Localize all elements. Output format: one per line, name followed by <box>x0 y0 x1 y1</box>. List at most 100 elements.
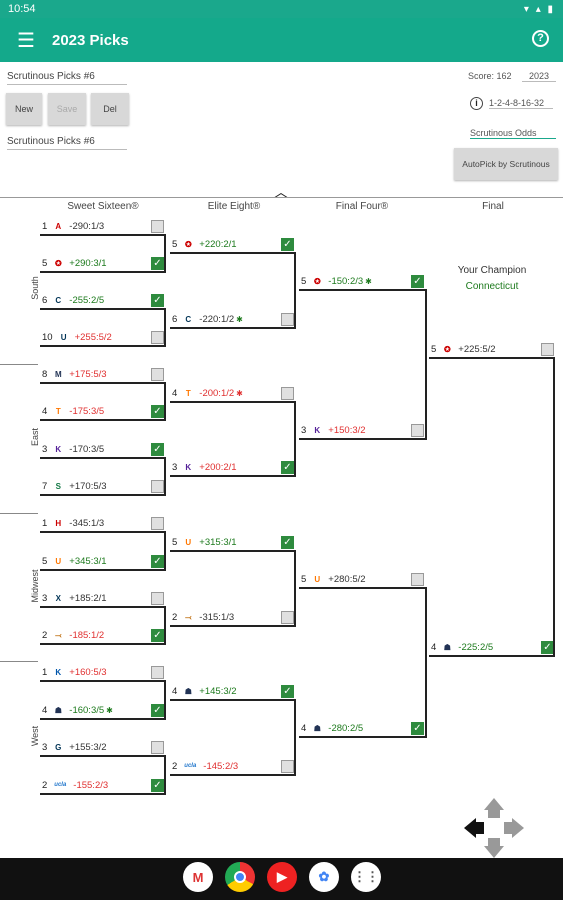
team-entry: 5✪+220:2/1 <box>172 237 237 251</box>
team-odds: -170:3/5 <box>69 443 105 455</box>
team-entry: 4☗+145:3/2 <box>172 684 237 698</box>
pick-checkbox[interactable] <box>151 220 164 233</box>
region-south: South <box>30 276 40 300</box>
team-entry: 2⤙-185:1/2 <box>42 628 104 642</box>
pick-checkbox[interactable]: ✓ <box>151 779 164 792</box>
youtube-icon[interactable]: ▶ <box>267 862 297 892</box>
pick-checkbox[interactable]: ✓ <box>281 461 294 474</box>
picks-name-field-2[interactable]: Scrutinous Picks #6 <box>7 136 127 150</box>
team-seed: 4 <box>431 641 437 653</box>
pick-checkbox[interactable] <box>281 387 294 400</box>
pick-checkbox[interactable] <box>411 573 424 586</box>
team-odds: -255:2/5 <box>69 294 105 306</box>
collapse-chevron-icon[interactable]: ︿ <box>274 184 288 200</box>
pick-checkbox[interactable] <box>151 480 164 493</box>
team-logo-icon: K <box>185 462 192 472</box>
app-drawer-icon[interactable]: ⋮⋮ <box>351 862 381 892</box>
bracket-line <box>299 289 427 291</box>
star-icon: ✱ <box>106 705 113 715</box>
bracket-line <box>40 531 166 533</box>
team-odds: -175:3/5 <box>69 405 105 417</box>
team-entry: 2⤙-315:1/3 <box>172 610 234 624</box>
bracket-line <box>40 680 166 682</box>
team-logo-icon: U <box>314 574 321 584</box>
team-odds: -220:1/2 <box>199 313 235 325</box>
autopick-button[interactable]: AutoPick by Scrutinous <box>454 148 558 180</box>
pick-checkbox[interactable]: ✓ <box>151 257 164 270</box>
pick-checkbox[interactable] <box>281 313 294 326</box>
team-logo-icon: H <box>55 518 62 528</box>
team-odds: +345:3/1 <box>69 555 107 567</box>
pick-checkbox[interactable]: ✓ <box>151 704 164 717</box>
team-seed: 6 <box>42 294 48 306</box>
team-logo-icon: ☗ <box>313 723 321 733</box>
pick-checkbox[interactable]: ✓ <box>151 405 164 418</box>
pick-checkbox[interactable]: ✓ <box>151 555 164 568</box>
save-button[interactable]: Save <box>48 93 86 125</box>
nav-right-icon <box>512 818 524 838</box>
info-icon[interactable]: i <box>470 97 483 110</box>
pick-checkbox[interactable] <box>541 343 554 356</box>
pick-checkbox[interactable] <box>151 666 164 679</box>
scoring-select[interactable]: 1-2-4-8-16-32 <box>489 98 553 109</box>
team-seed: 1 <box>42 220 48 232</box>
bracket-line <box>429 357 555 359</box>
pick-checkbox[interactable]: ✓ <box>281 536 294 549</box>
team-entry: 4☗-160:3/5✱ <box>42 703 113 717</box>
team-seed: 5 <box>42 555 48 567</box>
navigation-pad[interactable] <box>462 796 526 860</box>
pick-checkbox[interactable] <box>151 592 164 605</box>
status-icons: ▾ ▴ ▮ <box>523 3 555 15</box>
team-odds: +200:2/1 <box>199 461 237 473</box>
pick-checkbox[interactable]: ✓ <box>541 641 554 654</box>
pick-checkbox[interactable]: ✓ <box>151 443 164 456</box>
team-seed: 3 <box>42 741 48 753</box>
bracket-line <box>40 606 166 608</box>
team-odds: -225:2/5 <box>458 641 494 653</box>
team-seed: 4 <box>172 387 178 399</box>
pick-checkbox[interactable] <box>151 741 164 754</box>
team-entry: 5✪-150:2/3✱ <box>301 274 372 288</box>
region-divider <box>0 513 38 514</box>
pick-checkbox[interactable]: ✓ <box>411 722 424 735</box>
pick-checkbox[interactable] <box>411 424 424 437</box>
pick-checkbox[interactable] <box>281 760 294 773</box>
pick-checkbox[interactable]: ✓ <box>281 238 294 251</box>
pick-checkbox[interactable] <box>151 331 164 344</box>
star-icon: ✱ <box>365 276 372 286</box>
pick-checkbox[interactable]: ✓ <box>411 275 424 288</box>
menu-icon[interactable]: ☰ <box>17 29 35 52</box>
gmail-icon[interactable]: M <box>183 862 213 892</box>
team-logo-icon: ✪ <box>313 276 321 286</box>
team-seed: 3 <box>42 443 48 455</box>
pick-checkbox[interactable]: ✓ <box>151 629 164 642</box>
picks-name-field[interactable]: Scrutinous Picks #6 <box>7 71 127 85</box>
team-seed: 5 <box>431 343 437 355</box>
team-seed: 6 <box>172 313 178 325</box>
pick-checkbox[interactable] <box>151 517 164 530</box>
team-logo-icon: ⤙ <box>185 612 192 622</box>
bracket-line <box>40 345 166 347</box>
photos-icon[interactable]: ✿ <box>309 862 339 892</box>
team-odds: -280:2/5 <box>328 722 364 734</box>
new-button[interactable]: New <box>6 93 42 125</box>
status-bar: 10:54 ▾ ▴ ▮ <box>0 0 563 18</box>
delete-button[interactable]: Del <box>91 93 129 125</box>
team-odds: +170:5/3 <box>69 480 107 492</box>
pick-checkbox[interactable]: ✓ <box>151 294 164 307</box>
bracket-connector <box>294 252 296 329</box>
pick-checkbox[interactable] <box>151 368 164 381</box>
team-seed: 3 <box>42 592 48 604</box>
pick-checkbox[interactable] <box>281 611 294 624</box>
chrome-icon[interactable] <box>225 862 255 892</box>
year-select[interactable]: 2023 <box>522 71 556 82</box>
pick-checkbox[interactable]: ✓ <box>281 685 294 698</box>
bracket-line <box>299 587 427 589</box>
help-icon[interactable]: ? <box>532 30 549 47</box>
champion-label: Your Champion <box>457 265 527 276</box>
odds-source[interactable]: Scrutinous Odds <box>470 128 556 139</box>
